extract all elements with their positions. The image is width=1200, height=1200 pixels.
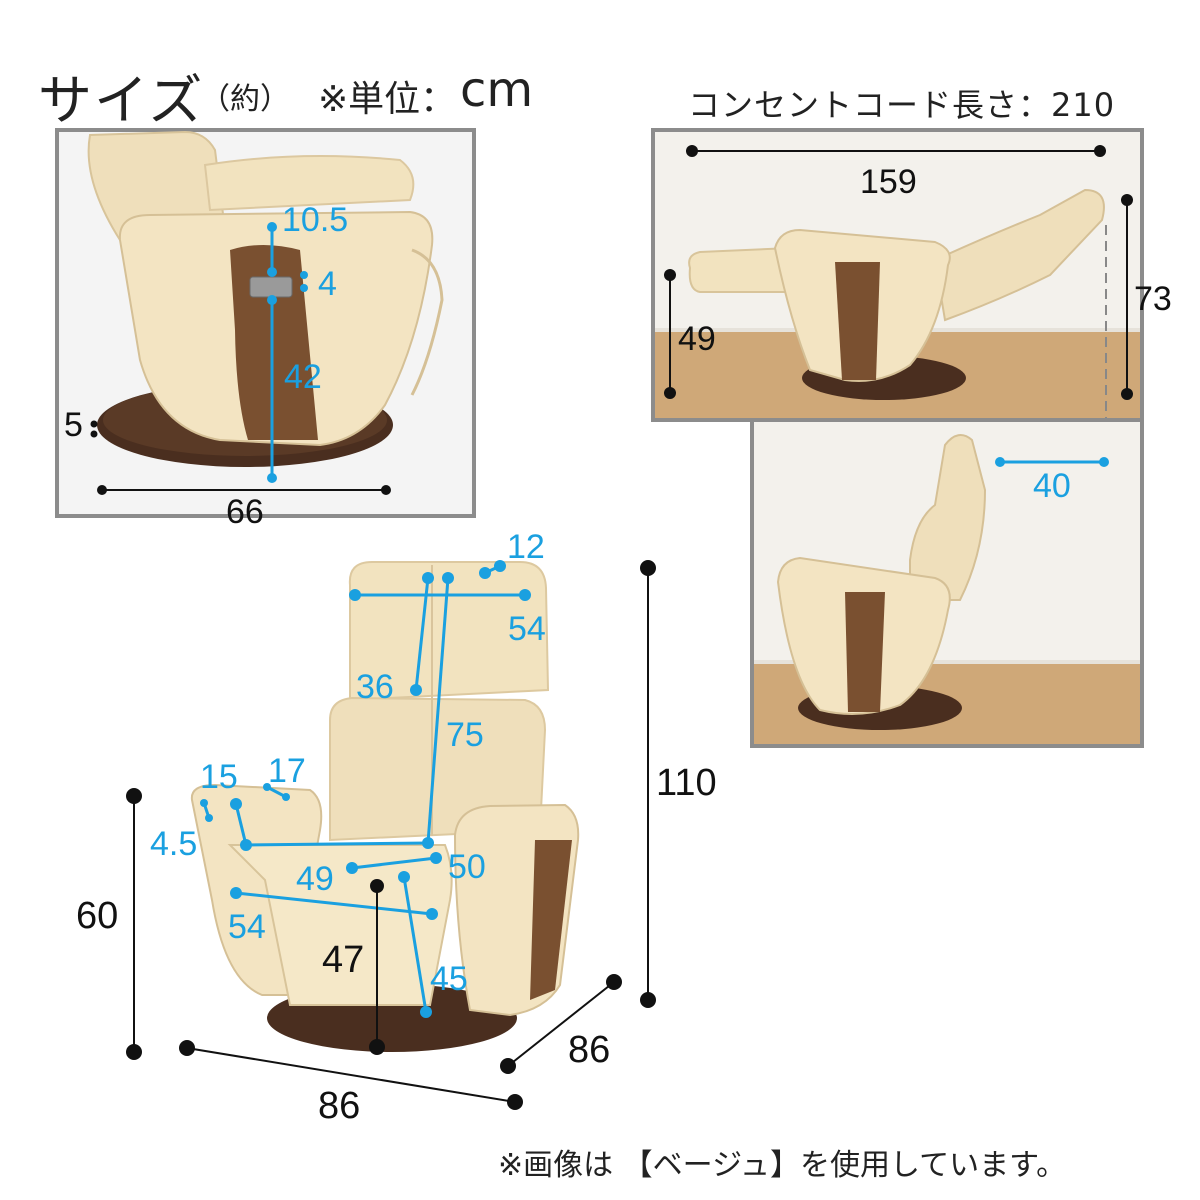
dim-head-pad: 12 — [507, 528, 545, 566]
dim-width: 86 — [318, 1085, 360, 1127]
dim-arm-width-17: 17 — [268, 752, 306, 790]
page-title: サイズ — [38, 69, 205, 132]
dim-side-depth: 66 — [226, 493, 264, 531]
unit-value: cm — [460, 62, 534, 118]
dim-seat-width-50: 50 — [448, 848, 486, 886]
dim-control-height: 4 — [318, 265, 337, 303]
front-backrest — [329, 696, 547, 842]
dim-total-height: 110 — [656, 762, 717, 804]
dim-arm-height: 60 — [76, 895, 118, 937]
dim-seat-height: 47 — [322, 939, 364, 981]
dim-footrest-height: 49 — [678, 320, 716, 358]
dim-arm-to-floor: 42 — [284, 358, 322, 396]
cord-length-label: コンセントコード長さ：210 — [688, 86, 1116, 124]
dim-head-width: 54 — [508, 610, 546, 648]
front-wood-panel — [530, 840, 572, 1000]
footnote: ※画像は 【ベージュ】を使用しています。 — [498, 1148, 1067, 1183]
dim-arm-gap: 4.5 — [150, 825, 197, 863]
dim-base-height: 5 — [64, 406, 83, 444]
dim-seat-width-49: 49 — [296, 860, 334, 898]
front-seat — [227, 844, 453, 1006]
control-switch — [249, 276, 293, 298]
dim-arm-width-15: 15 — [200, 758, 238, 796]
front-view: 12 54 36 75 15 17 4.5 49 50 54 45 47 110… — [76, 528, 717, 1127]
dim-seat-front-width: 54 — [228, 908, 266, 946]
recline-view-panel: 159 49 73 — [651, 128, 1172, 455]
dim-arm-thickness: 10.5 — [282, 201, 348, 239]
dim-back-height: 75 — [446, 716, 484, 754]
dim-depth: 86 — [568, 1029, 610, 1071]
dim-seat-depth: 45 — [430, 960, 468, 998]
unit-label: ※単位： — [318, 79, 457, 120]
side-view-panel: 10.5 4 42 5 66 — [55, 128, 476, 531]
dim-head-height: 36 — [356, 668, 394, 706]
dim-wall-clearance: 40 — [1033, 467, 1071, 505]
dim-recline-length: 159 — [860, 163, 917, 201]
approx-label: （約） — [200, 82, 290, 117]
dim-recline-height: 73 — [1134, 280, 1172, 318]
clearance-view-panel: 40 — [750, 418, 1144, 748]
